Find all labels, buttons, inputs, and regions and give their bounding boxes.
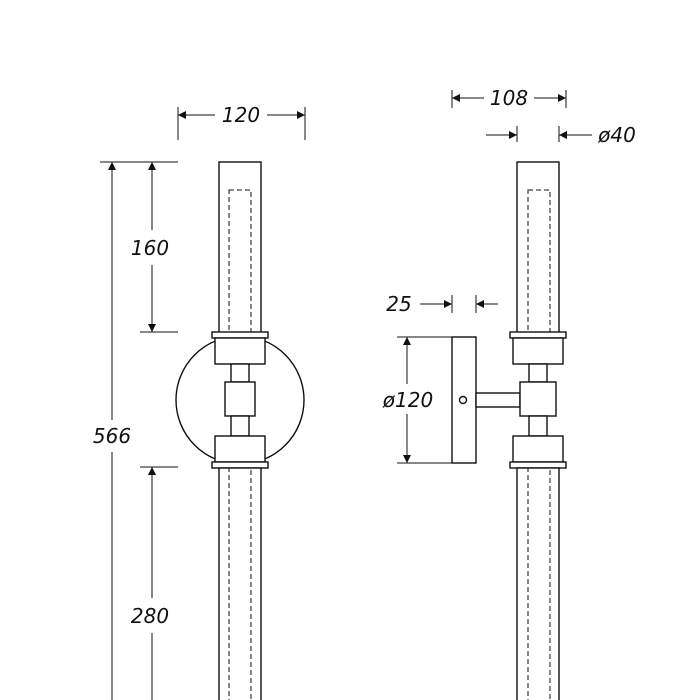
- lower-stem: [230, 415, 250, 437]
- side-upper-stem: [528, 363, 548, 383]
- side-view: [451, 161, 567, 700]
- side-upper-tube: [516, 161, 560, 335]
- side-arm: [475, 392, 521, 408]
- mounting-screw: [458, 395, 468, 405]
- upper-tube: [218, 161, 262, 335]
- upper-collar-ring: [211, 331, 269, 339]
- lower-collar-ring: [211, 461, 269, 469]
- side-upper-collar-ring: [509, 331, 567, 339]
- tube-diameter-label: ø40: [597, 123, 636, 147]
- front-dimension-labels: 120 160 566 280: [93, 103, 260, 628]
- side-upper-collar: [512, 337, 564, 365]
- upper-stem: [230, 363, 250, 383]
- lower-tube: [218, 467, 262, 700]
- side-lower-tube: [516, 467, 560, 700]
- overall-height-label: 566: [93, 424, 131, 448]
- lower-length-label: 280: [131, 604, 169, 628]
- front-view: [175, 161, 305, 700]
- depth-label: 108: [490, 86, 528, 110]
- side-lower-collar: [512, 435, 564, 463]
- side-center-block: [519, 381, 557, 417]
- front-dimensions: [100, 107, 306, 700]
- plate-diameter-label: ø120: [382, 388, 433, 412]
- side-lower-collar-ring: [509, 461, 567, 469]
- plate-thickness-label: 25: [386, 292, 411, 316]
- lower-collar: [214, 435, 266, 463]
- side-dimensions: [397, 90, 592, 464]
- center-block: [224, 381, 256, 417]
- lower-tube-inner: [228, 467, 252, 700]
- side-lower-tube-inner: [527, 467, 551, 700]
- upper-length-label: 160: [131, 236, 169, 260]
- width-label: 120: [222, 103, 260, 127]
- side-lower-stem: [528, 415, 548, 437]
- side-dimension-labels: 108 ø40 25 ø120: [382, 86, 636, 412]
- upper-collar: [214, 337, 266, 365]
- side-wall-plate: [451, 336, 477, 464]
